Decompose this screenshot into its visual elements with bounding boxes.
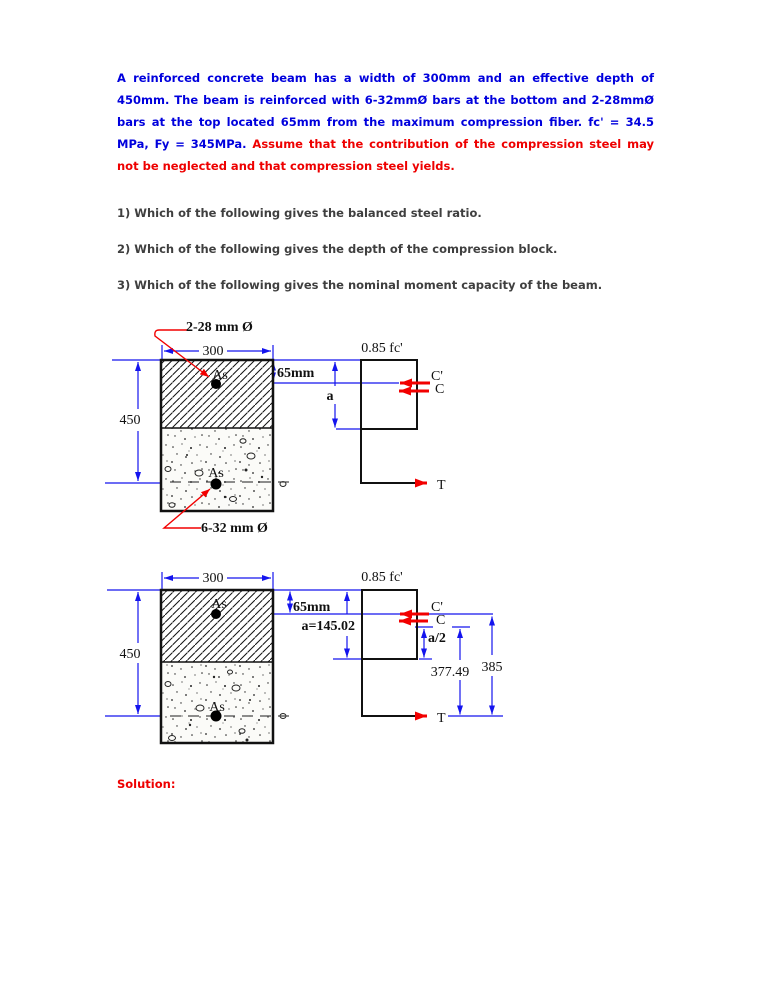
d1-stress-block <box>360 359 418 484</box>
d1-beam-section <box>159 358 292 513</box>
d2-stress-label: 0.85 fc' <box>361 570 402 585</box>
d2-lever-377-label: 377.49 <box>431 665 470 680</box>
d2-a-value-label: a=145.02 <box>302 619 355 634</box>
d1-stress-label: 0.85 fc' <box>361 341 402 356</box>
d2-red-arrows <box>399 609 429 721</box>
d1-depth-dim-label: 450 <box>120 413 141 428</box>
d2-width-dim-label: 300 <box>203 571 224 586</box>
solution-heading: Solution: <box>117 777 176 791</box>
d1-as-bottom-label: As <box>208 466 224 481</box>
d1-bottom-steel-bar <box>210 478 222 490</box>
d1-width-dim-label: 300 <box>203 344 224 359</box>
d2-as-bottom-label: As <box>209 700 225 715</box>
d2-as-top-label: As <box>211 597 227 612</box>
d1-a-dim-label: a <box>327 389 334 404</box>
d2-depth-dim-label: 450 <box>120 647 141 662</box>
d1-as-top-label: As <box>212 368 228 383</box>
beam-diagram-1: 2-28 mm Ø 300 65mm 0.85 fc' 450 As As a … <box>105 320 446 536</box>
d2-cover-dim-label: 65mm <box>293 600 331 615</box>
question-2: 2) Which of the following gives the dept… <box>117 242 558 256</box>
d2-lever-385-label: 385 <box>482 660 503 675</box>
d1-t-label: T <box>437 478 446 493</box>
d1-bottom-bars-label: 6-32 mm Ø <box>201 521 268 536</box>
problem-text-red: Assume that the contribution of the comp… <box>117 136 654 173</box>
problem-statement: A reinforced concrete beam has a width o… <box>117 67 654 177</box>
d2-bottom-steel-bar <box>210 710 222 722</box>
d1-red-arrows <box>154 329 430 529</box>
d1-cover-dim-label: 65mm <box>277 366 315 381</box>
d2-t-label: T <box>437 711 446 726</box>
problem-text-blue: A reinforced concrete beam has a width o… <box>117 70 654 151</box>
d2-top-steel-bar <box>211 609 221 619</box>
d1-top-bars-label: 2-28 mm Ø <box>186 320 253 335</box>
d2-a-half-label: a/2 <box>428 631 446 646</box>
beam-diagram-2: 300 0.85 fc' 65mm a=145.02 450 As As C' … <box>105 570 503 745</box>
d1-c-label: C <box>435 382 444 397</box>
question-3: 3) Which of the following gives the nomi… <box>117 278 603 292</box>
d2-stress-block <box>361 589 418 717</box>
d2-c-label: C <box>436 613 445 628</box>
question-1: 1) Which of the following gives the bala… <box>117 206 482 220</box>
d2-c-prime-label: C' <box>431 600 443 615</box>
d1-c-prime-label: C' <box>431 369 443 384</box>
d1-top-steel-bar <box>211 379 221 389</box>
d2-beam-section <box>159 588 295 745</box>
